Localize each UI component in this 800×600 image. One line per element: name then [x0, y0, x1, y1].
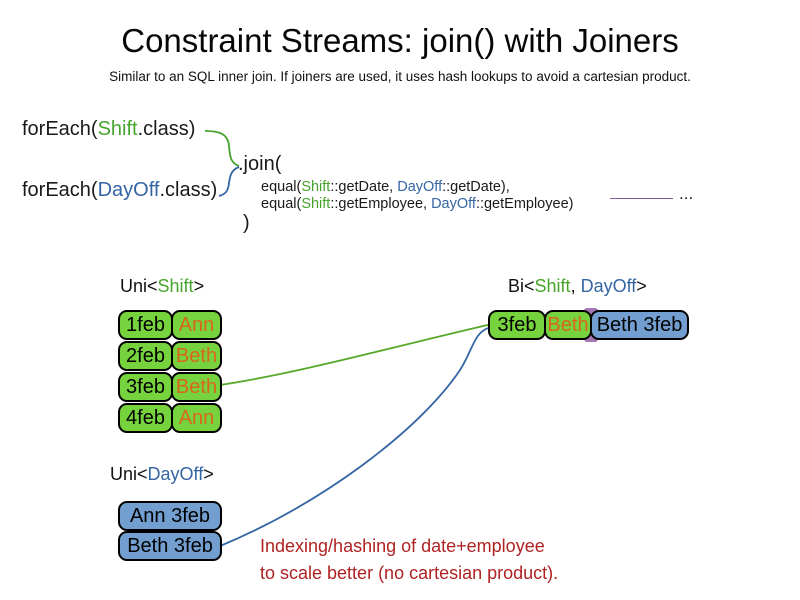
- label-text: Bi<: [508, 276, 535, 296]
- label-text: Uni<: [110, 464, 148, 484]
- more-joiners-line: [610, 198, 673, 199]
- code-text: forEach(: [22, 179, 98, 201]
- code-text: .class): [159, 179, 218, 201]
- join-brace-top: [204, 130, 240, 167]
- shift-class-token: Shift: [534, 276, 571, 296]
- bi-dayoff-cell: Beth 3feb: [590, 310, 689, 340]
- code-text: equal(: [261, 179, 302, 195]
- code-text: equal(: [261, 196, 302, 212]
- shift-employee-cell: Beth: [171, 341, 222, 371]
- shift-employee-cell: Ann: [171, 403, 222, 433]
- indexing-note: Indexing/hashing of date+employee to sca…: [260, 533, 558, 587]
- shift-employee-cell: Beth: [171, 372, 222, 402]
- shift-fact-row: 3feb Beth: [118, 372, 222, 402]
- indexing-note-line2: to scale better (no cartesian product).: [260, 563, 559, 583]
- dayoff-class-token: DayOff: [431, 196, 476, 212]
- code-foreach-shift: forEach(Shift.class): [22, 118, 195, 141]
- code-text: .class): [137, 118, 196, 140]
- dayoff-class-token: DayOff: [97, 179, 160, 201]
- code-text: ::getEmployee,: [330, 196, 432, 212]
- label-text: ,: [570, 276, 581, 296]
- dayoff-to-bi-curve: [219, 326, 493, 547]
- code-joiner-employee: equal(Shift::getEmployee, DayOff::getEmp…: [261, 196, 573, 212]
- shift-class-token: Shift: [301, 196, 331, 212]
- dayoff-cell: Ann 3feb: [118, 501, 222, 531]
- shift-class-token: Shift: [97, 118, 138, 140]
- code-text: ::getDate,: [330, 179, 398, 195]
- code-foreach-dayoff: forEach(DayOff.class): [22, 179, 217, 202]
- shift-date-cell: 3feb: [118, 372, 173, 402]
- code-joiner-date: equal(Shift::getDate, DayOff::getDate),: [261, 179, 510, 195]
- code-join-close: ): [243, 212, 250, 234]
- dayoff-fact-row: Beth 3feb: [118, 531, 222, 561]
- shift-employee-cell: Ann: [171, 310, 222, 340]
- code-text: forEach(: [22, 118, 98, 140]
- bi-date-cell: 3feb: [488, 310, 546, 340]
- shift-date-cell: 2feb: [118, 341, 173, 371]
- bi-employee-cell: Beth: [544, 310, 592, 340]
- indexing-note-line1: Indexing/hashing of date+employee: [260, 536, 545, 556]
- dayoff-class-token: DayOff: [397, 179, 443, 195]
- code-text: ::getDate),: [442, 179, 510, 195]
- dayoff-fact-row: Ann 3feb: [118, 501, 222, 531]
- join-brace-bottom: [218, 166, 240, 197]
- dayoff-class-token: DayOff: [147, 464, 204, 484]
- bi-fact-row: 3feb Beth Beth 3feb: [488, 308, 689, 342]
- shift-date-cell: 1feb: [118, 310, 173, 340]
- dayoff-class-token: DayOff: [580, 276, 637, 296]
- shift-class-token: Shift: [157, 276, 194, 296]
- label-text: Uni<: [120, 276, 158, 296]
- label-text: >: [636, 276, 647, 296]
- page-subtitle: Similar to an SQL inner join. If joiners…: [109, 69, 691, 84]
- shift-fact-row: 2feb Beth: [118, 341, 222, 371]
- label-text: >: [203, 464, 214, 484]
- code-join-open: .join(: [238, 153, 282, 175]
- shift-fact-row: 4feb Ann: [118, 403, 222, 433]
- more-joiners-ellipsis: ...: [679, 184, 694, 203]
- uni-dayoff-label: Uni<DayOff>: [110, 464, 214, 485]
- shift-to-bi-curve: [219, 323, 493, 386]
- shift-class-token: Shift: [301, 179, 331, 195]
- label-text: >: [193, 276, 205, 296]
- page-title: Constraint Streams: join() with Joiners: [121, 22, 679, 59]
- shift-date-cell: 4feb: [118, 403, 173, 433]
- dayoff-cell: Beth 3feb: [118, 531, 222, 561]
- shift-fact-row: 1feb Ann: [118, 310, 222, 340]
- bi-label: Bi<Shift, DayOff>: [508, 276, 647, 297]
- uni-shift-label: Uni<Shift>: [120, 276, 204, 297]
- code-text: ::getEmployee): [475, 196, 574, 212]
